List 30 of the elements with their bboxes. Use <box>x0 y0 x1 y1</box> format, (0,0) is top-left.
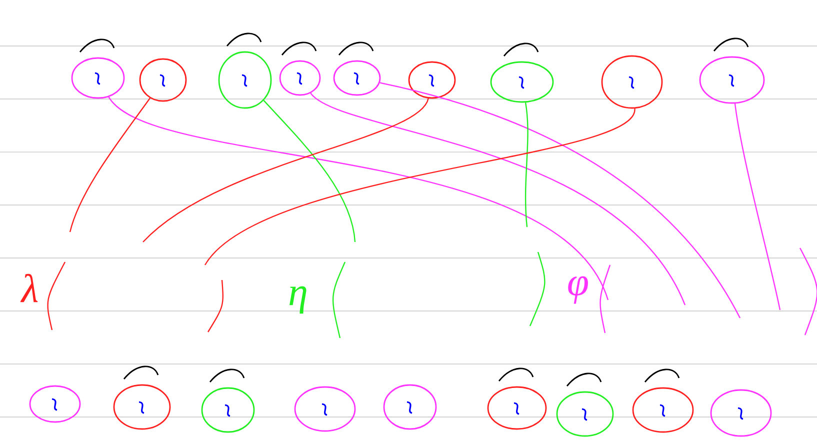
curve-line <box>142 98 429 242</box>
circle <box>408 61 456 99</box>
circle <box>294 386 356 432</box>
curve-line <box>310 92 686 306</box>
circle <box>556 391 614 437</box>
curve-line <box>734 104 781 310</box>
circle <box>333 60 381 96</box>
circle <box>699 56 765 104</box>
curve-line <box>380 82 741 318</box>
circle <box>218 51 272 109</box>
circle <box>279 60 321 96</box>
curve-line <box>108 96 609 300</box>
circle <box>601 55 663 109</box>
circle <box>201 387 255 433</box>
circle <box>71 57 125 99</box>
curve-line <box>524 102 528 228</box>
letter-label: φ <box>568 276 588 304</box>
circle <box>490 61 554 103</box>
circle <box>487 386 547 430</box>
curve-line <box>204 108 636 266</box>
letter-label: η <box>290 286 306 314</box>
circle <box>632 387 694 433</box>
circle <box>113 384 171 430</box>
circle <box>383 384 437 430</box>
curve-line <box>263 100 356 242</box>
circle <box>710 389 772 437</box>
letter-label: λ <box>20 274 38 302</box>
circle <box>139 58 187 102</box>
curve-line <box>69 98 150 232</box>
circle <box>29 385 81 423</box>
